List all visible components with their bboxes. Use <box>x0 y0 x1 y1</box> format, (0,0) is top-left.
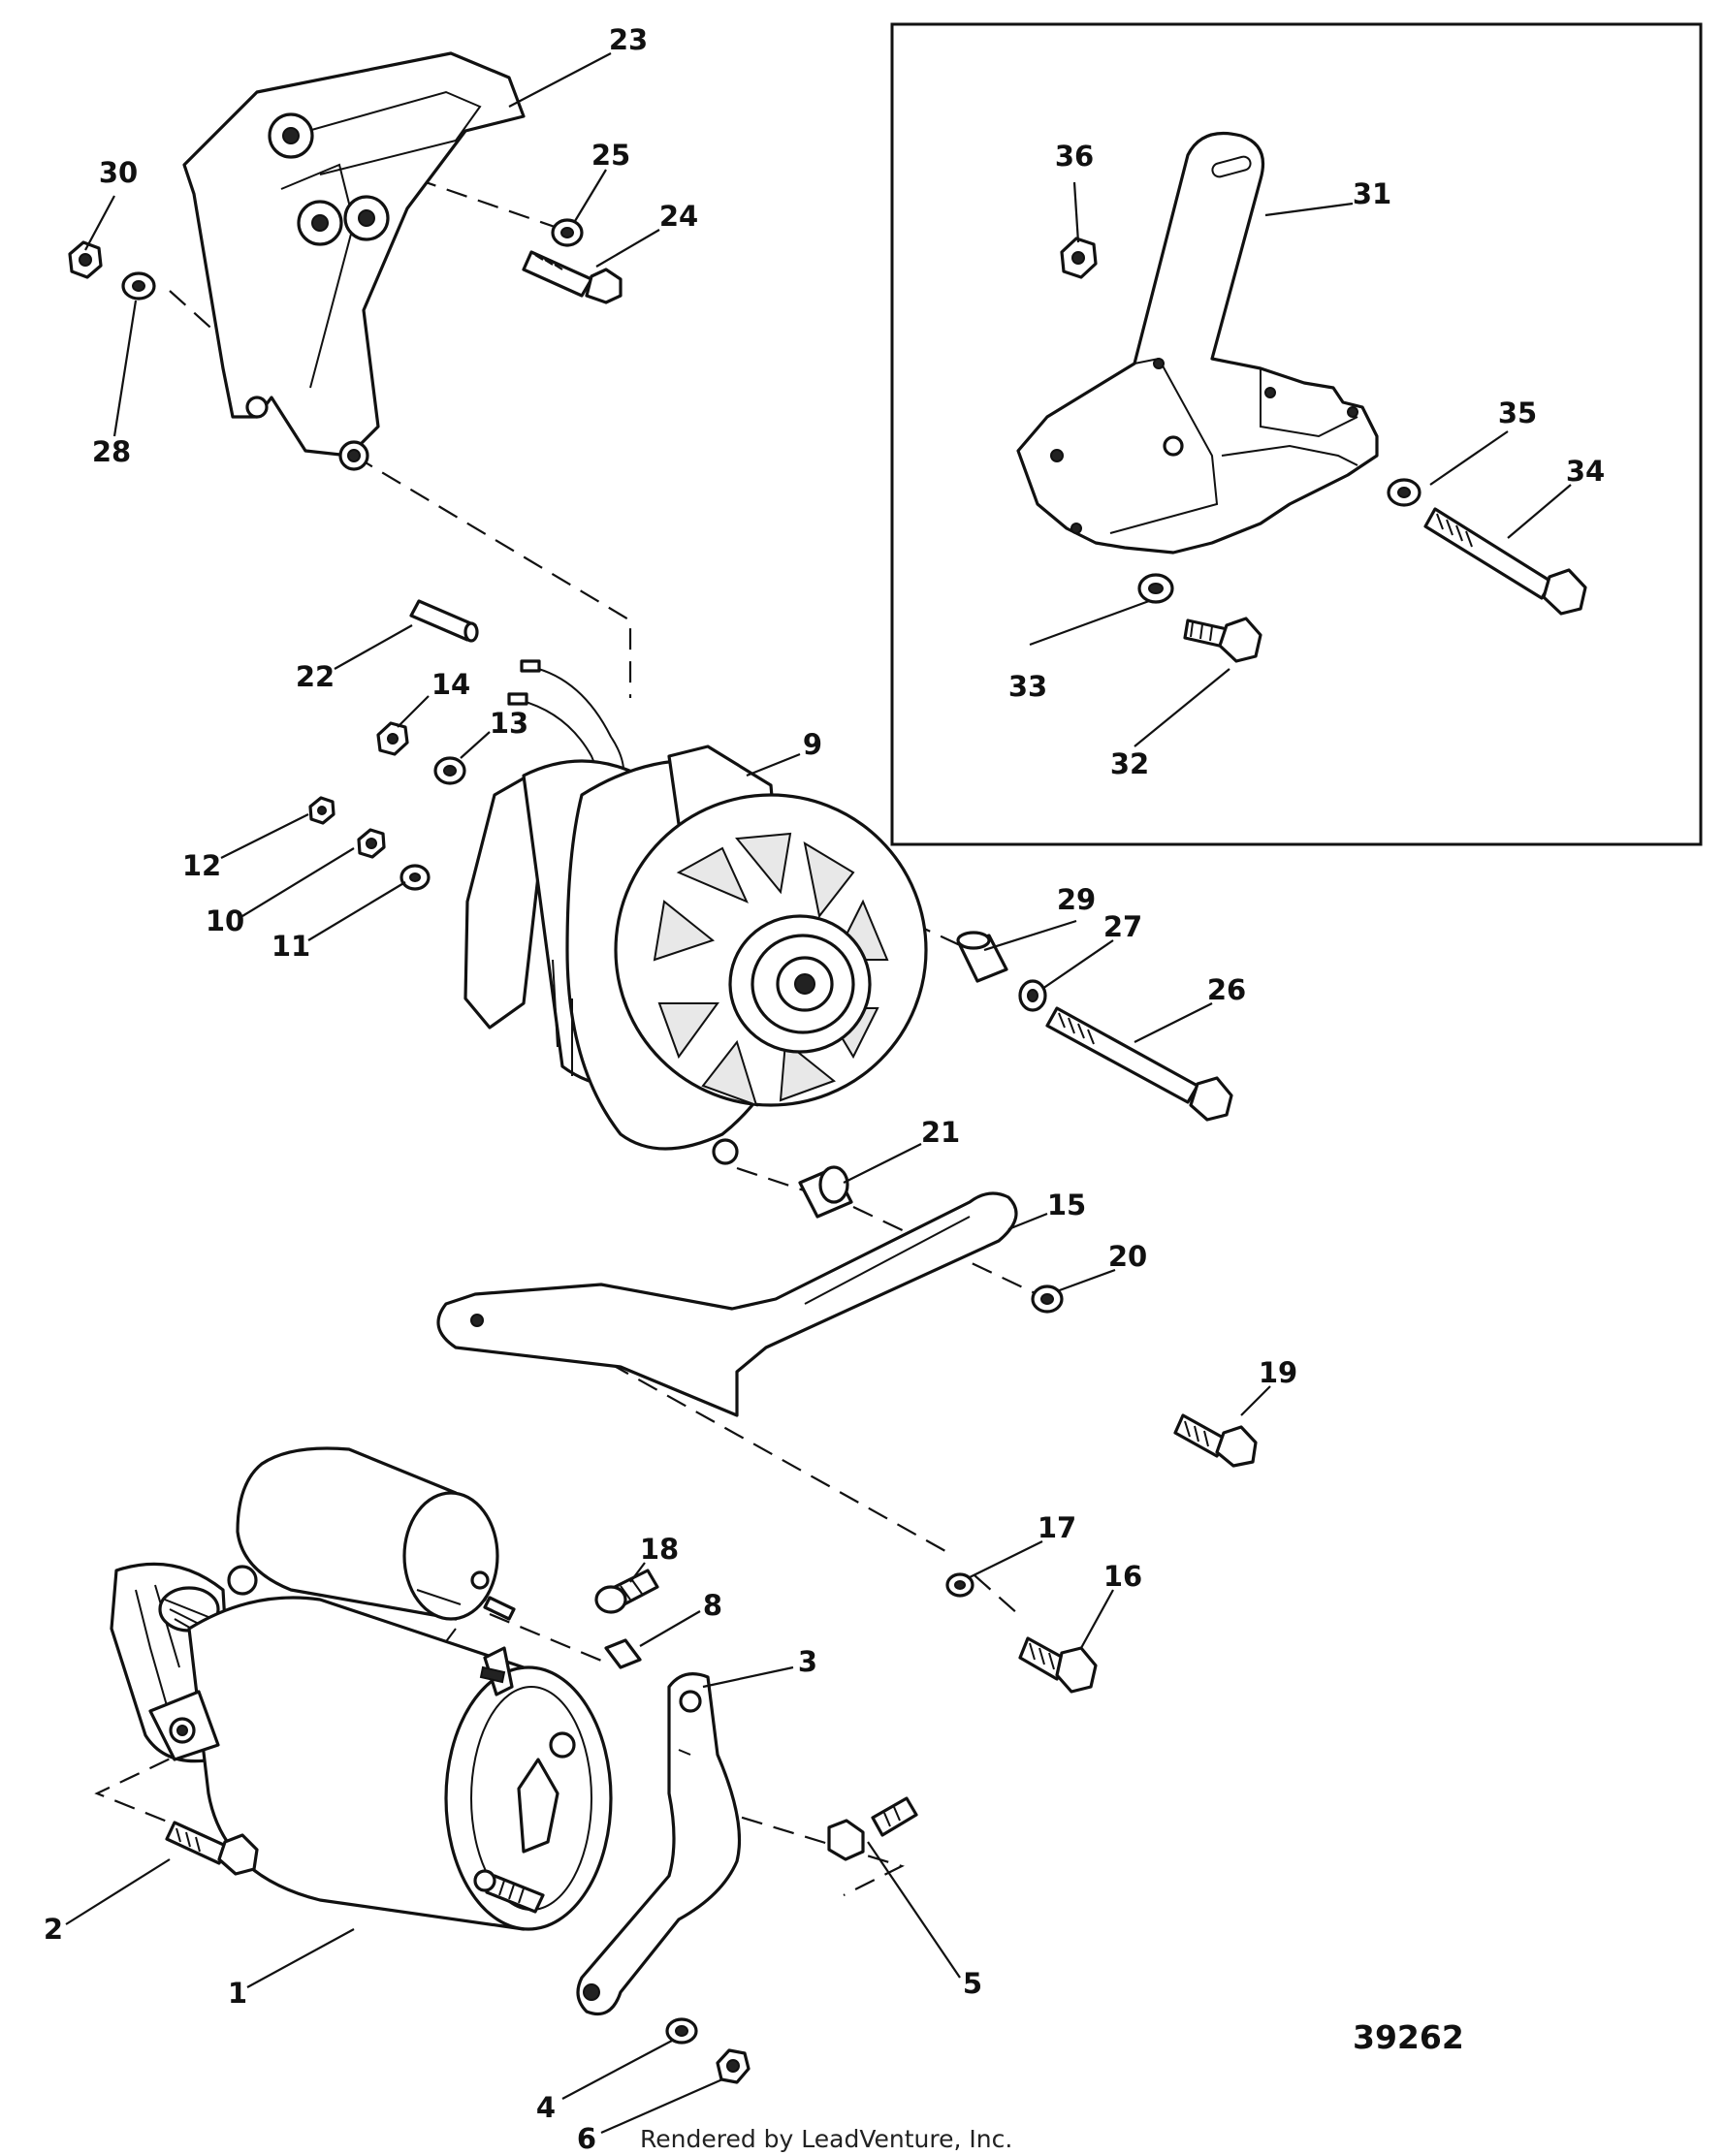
callout-33: 33 <box>1008 670 1047 703</box>
callout-26: 26 <box>1207 973 1246 1006</box>
render-credit: Rendered by LeadVenture, Inc. <box>640 2125 1013 2153</box>
callout-9: 9 <box>803 728 822 761</box>
bolt-26 <box>1045 1006 1233 1122</box>
upper-mounting-bracket <box>182 51 526 471</box>
callout-12: 12 <box>182 849 221 882</box>
washer-25 <box>551 218 584 247</box>
adjusting-strap <box>436 1191 1018 1417</box>
starter-motor <box>110 1446 613 1931</box>
nut-30 <box>68 240 103 279</box>
starter-brace <box>576 1672 742 2016</box>
callout-28: 28 <box>92 435 131 468</box>
alternator <box>463 659 928 1165</box>
callout-36: 36 <box>1055 140 1094 173</box>
inset-frame <box>890 22 1703 846</box>
callout-17: 17 <box>1038 1511 1076 1544</box>
inset-bracket <box>1016 131 1379 555</box>
callout-21: 21 <box>921 1116 960 1149</box>
callout-3: 3 <box>798 1645 817 1678</box>
diagram-number: 39262 <box>1353 2018 1464 2056</box>
callout-15: 15 <box>1047 1189 1086 1221</box>
callout-labels: 1 2 3 4 5 6 8 9 10 11 12 13 14 15 16 17 … <box>44 23 1605 2155</box>
bolt-34 <box>1423 507 1587 616</box>
washer-10 <box>357 828 386 859</box>
washer-17 <box>945 1572 974 1598</box>
callout-34: 34 <box>1566 455 1605 488</box>
washer-11 <box>399 864 431 891</box>
nut-12 <box>308 796 335 825</box>
callout-6: 6 <box>577 2122 596 2155</box>
callout-14: 14 <box>431 668 470 701</box>
callout-5: 5 <box>963 1967 982 2000</box>
callout-10: 10 <box>206 904 244 937</box>
callout-31: 31 <box>1353 177 1391 210</box>
nut-6 <box>716 2048 751 2084</box>
pin-22 <box>409 599 479 643</box>
callout-19: 19 <box>1259 1356 1297 1389</box>
callout-25: 25 <box>591 139 630 172</box>
washer-28 <box>121 271 156 301</box>
washer-13 <box>433 756 466 785</box>
callout-11: 11 <box>272 930 310 963</box>
callout-35: 35 <box>1498 396 1537 429</box>
nut-14 <box>376 721 409 756</box>
callout-1: 1 <box>228 1977 247 2010</box>
washer-27 <box>1018 979 1047 1012</box>
callout-4: 4 <box>536 2091 556 2124</box>
callout-13: 13 <box>490 707 528 740</box>
nut-36 <box>1060 237 1098 279</box>
callout-16: 16 <box>1103 1560 1142 1593</box>
bolt-18 <box>594 1569 659 1614</box>
callout-8: 8 <box>703 1589 722 1622</box>
bolt-24 <box>522 250 623 304</box>
leader-lines <box>65 52 1572 2135</box>
square-nut-8 <box>604 1638 642 1669</box>
washer-35 <box>1387 478 1422 507</box>
bolt-19 <box>1173 1413 1258 1468</box>
bolt-16 <box>1018 1636 1098 1694</box>
bolt-32 <box>1183 617 1262 663</box>
callout-32: 32 <box>1110 747 1149 780</box>
spacer-29 <box>956 931 1008 983</box>
washer-4 <box>665 2017 698 2045</box>
callout-20: 20 <box>1108 1240 1147 1273</box>
bolt-5 <box>827 1796 918 1861</box>
callout-24: 24 <box>659 200 698 233</box>
washer-20 <box>1031 1284 1064 1314</box>
callout-2: 2 <box>44 1913 63 1946</box>
callout-18: 18 <box>640 1533 679 1566</box>
callout-29: 29 <box>1057 883 1096 916</box>
spacer-21 <box>798 1165 853 1219</box>
callout-22: 22 <box>296 660 335 693</box>
callout-23: 23 <box>609 23 648 56</box>
washer-33 <box>1137 573 1174 604</box>
callout-30: 30 <box>99 156 138 189</box>
bolt-2 <box>165 1821 259 1876</box>
callout-27: 27 <box>1103 910 1142 943</box>
